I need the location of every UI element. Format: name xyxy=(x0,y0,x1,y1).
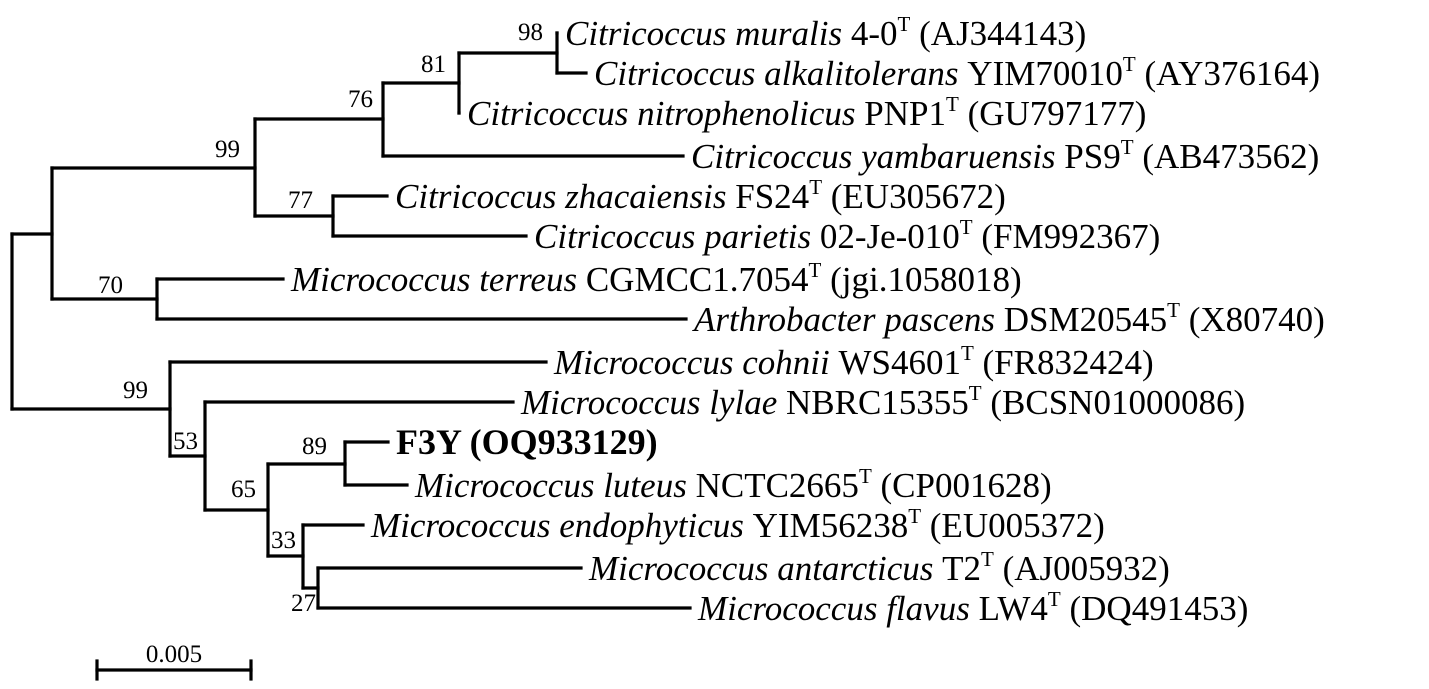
tip-label-flavus: Micrococcus flavus LW4T (DQ491453) xyxy=(697,587,1248,628)
tip-accession: (DQ491453) xyxy=(1061,589,1249,628)
tip-type-strain-mark: T xyxy=(981,547,994,571)
tip-accession: (AJ344143) xyxy=(910,14,1086,53)
tip-strain: NCTC2665 xyxy=(696,466,859,505)
tip-labels: Citricoccus muralis 4-0T (AJ344143)Citri… xyxy=(290,12,1325,628)
tip-accession: (jgi.1058018) xyxy=(821,260,1021,299)
tip-accession: (AY376164) xyxy=(1136,54,1320,93)
tip-species: Micrococcus luteus xyxy=(414,466,696,505)
bootstrap-value-n53: 53 xyxy=(173,428,198,455)
tip-type-strain-mark: T xyxy=(859,464,872,488)
tip-label-antarcticus: Micrococcus antarcticus T2T (AJ005932) xyxy=(588,547,1170,588)
tip-strain: PNP1 xyxy=(864,94,946,133)
bootstrap-value-n33: 33 xyxy=(271,527,296,554)
tip-type-strain-mark: T xyxy=(1167,298,1180,322)
tip-accession: (FR832424) xyxy=(974,343,1154,382)
tip-species: Micrococcus lylae xyxy=(520,383,786,422)
tip-accession: (X80740) xyxy=(1180,300,1325,339)
tip-label-luteus: Micrococcus luteus NCTC2665T (CP001628) xyxy=(414,464,1052,505)
tip-label-pascens: Arthrobacter pascens DSM20545T (X80740) xyxy=(692,298,1325,339)
tip-strain: DSM20545 xyxy=(1004,300,1167,339)
bootstrap-value-n70: 70 xyxy=(98,272,123,299)
bootstrap-value-n27: 27 xyxy=(291,590,316,617)
tip-strain: FS24 xyxy=(735,177,809,216)
tip-label-terreus: Micrococcus terreus CGMCC1.7054T (jgi.10… xyxy=(290,258,1022,299)
tip-species: Micrococcus cohnii xyxy=(553,343,838,382)
tip-type-strain-mark: T xyxy=(1048,587,1061,611)
tip-accession: (GU797177) xyxy=(959,94,1147,133)
tip-label-parietis: Citricoccus parietis 02-Je-010T (FM99236… xyxy=(534,215,1160,256)
tip-type-strain-mark: T xyxy=(908,504,921,528)
tip-accession: (AJ005932) xyxy=(994,549,1170,588)
tip-species: Micrococcus flavus xyxy=(697,589,979,628)
tip-species: Micrococcus antarcticus xyxy=(588,549,942,588)
tip-accession: (EU005372) xyxy=(921,506,1105,545)
bootstrap-value-n77: 77 xyxy=(288,187,313,214)
tip-label-yambaruensis: Citricoccus yambaruensis PS9T (AB473562) xyxy=(691,135,1319,176)
tip-species: Citricoccus alkalitolerans xyxy=(594,54,967,93)
tip-type-strain-mark: T xyxy=(969,381,982,405)
tip-species: Citricoccus nitrophenolicus xyxy=(467,94,864,133)
bootstrap-value-n89: 89 xyxy=(302,433,327,460)
tip-strain: 02-Je-010 xyxy=(820,217,960,256)
tip-accession: (CP001628) xyxy=(872,466,1052,505)
tip-strain: PS9 xyxy=(1064,137,1120,176)
tip-label-muralis: Citricoccus muralis 4-0T (AJ344143) xyxy=(565,12,1086,53)
tip-type-strain-mark: T xyxy=(1123,52,1136,76)
bootstrap-values: 98 81 76 99 77 70 99 53 89 65 33 27 xyxy=(98,19,543,617)
tip-label-f3y: F3Y (OQ933129) xyxy=(396,422,658,462)
tip-type-strain-mark: T xyxy=(960,215,973,239)
bootstrap-value-n98: 98 xyxy=(518,19,543,46)
tip-accession: (AB473562) xyxy=(1134,137,1320,176)
tip-species: Citricoccus parietis xyxy=(534,217,820,256)
tip-label-zhacaiensis: Citricoccus zhacaiensis FS24T (EU305672) xyxy=(395,175,1006,216)
tip-strain: WS4601 xyxy=(838,343,961,382)
tip-accession: (EU305672) xyxy=(822,177,1006,216)
tip-strain: YIM70010 xyxy=(967,54,1123,93)
tip-species: Citricoccus muralis xyxy=(565,14,851,53)
tip-type-strain-mark: T xyxy=(961,341,974,365)
tip-species: Arthrobacter pascens xyxy=(692,300,1004,339)
tip-strain: LW4 xyxy=(979,589,1048,628)
tip-label-lylae: Micrococcus lylae NBRC15355T (BCSN010000… xyxy=(520,381,1245,422)
tip-strain: YIM56238 xyxy=(753,506,909,545)
tip-type-strain-mark: T xyxy=(946,92,959,116)
bootstrap-value-n76: 76 xyxy=(348,86,373,113)
bootstrap-value-n81: 81 xyxy=(421,51,446,78)
tip-type-strain-mark: T xyxy=(809,258,822,282)
tip-species: Citricoccus zhacaiensis xyxy=(395,177,735,216)
scale-bar: 0.005 xyxy=(95,641,253,681)
tip-strain: 4-0 xyxy=(851,14,898,53)
tip-accession: (BCSN01000086) xyxy=(982,383,1246,422)
tip-accession: (FM992367) xyxy=(973,217,1161,256)
tip-label-endophyticus: Micrococcus endophyticus YIM56238T (EU00… xyxy=(370,504,1105,545)
tip-type-strain-mark: T xyxy=(897,12,910,36)
scale-bar-label: 0.005 xyxy=(146,641,202,668)
tip-strain: CGMCC1.7054 xyxy=(586,260,809,299)
tip-type-strain-mark: T xyxy=(809,175,822,199)
bootstrap-value-n99a: 99 xyxy=(215,136,240,163)
tree-branches xyxy=(10,31,692,610)
tip-label-alkalitolerans: Citricoccus alkalitolerans YIM70010T (AY… xyxy=(594,52,1320,93)
tip-species: Citricoccus yambaruensis xyxy=(691,137,1064,176)
tip-strain: NBRC15355 xyxy=(786,383,969,422)
tip-label-nitrophenolicus: Citricoccus nitrophenolicus PNP1T (GU797… xyxy=(467,92,1146,133)
tip-strain: T2 xyxy=(942,549,981,588)
tip-species: Micrococcus terreus xyxy=(290,260,586,299)
bootstrap-value-n99b: 99 xyxy=(123,377,148,404)
tip-species: Micrococcus endophyticus xyxy=(370,506,753,545)
tip-type-strain-mark: T xyxy=(1121,135,1134,159)
bootstrap-value-n65: 65 xyxy=(231,476,256,503)
tip-label-cohnii: Micrococcus cohnii WS4601T (FR832424) xyxy=(553,341,1154,382)
tip-strain: F3Y (OQ933129) xyxy=(396,422,658,462)
